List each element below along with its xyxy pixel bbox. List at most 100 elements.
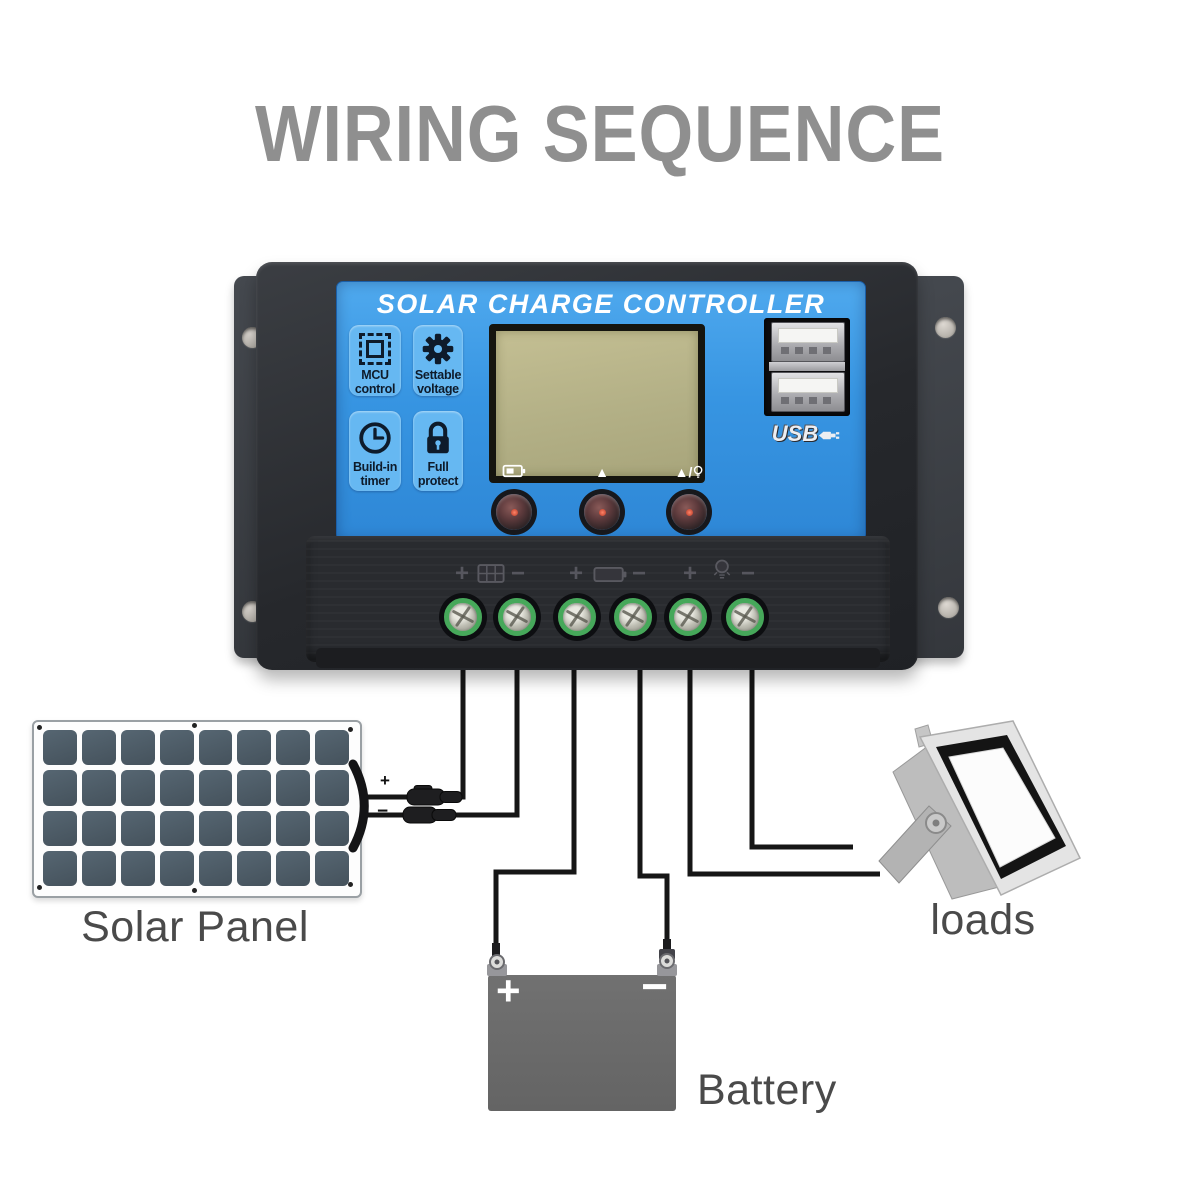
usb-tongue — [778, 378, 838, 393]
load-symbol: ▲/ — [675, 464, 704, 480]
battery: + − — [488, 960, 676, 1111]
solar-cell — [276, 730, 311, 766]
wire-battery-positive — [493, 664, 577, 946]
gear-icon — [422, 333, 454, 365]
solar-cell-grid — [43, 730, 349, 886]
solar-cell — [237, 810, 272, 846]
solar-cell — [159, 770, 194, 806]
terminal-sign: − — [740, 560, 756, 587]
padlock-icon — [427, 421, 449, 454]
solar-panel — [32, 720, 362, 898]
terminal-sign: + — [682, 560, 698, 587]
wire-pv-negative — [360, 664, 520, 818]
terminal-sign: + — [568, 560, 584, 587]
terminal-screw-battery-negative[interactable] — [614, 598, 652, 636]
wire-load-negative — [749, 664, 853, 850]
lamp-icon — [693, 465, 703, 478]
solar-cell — [81, 850, 116, 886]
load-symbol-text: ▲/ — [674, 464, 693, 480]
battery-minus-mark: − — [641, 960, 668, 1012]
usb-port-top[interactable] — [771, 322, 845, 362]
solar-cell — [315, 730, 349, 766]
floodlight-frame — [918, 720, 1082, 896]
feature-label: protect — [417, 473, 459, 488]
solar-cell — [120, 770, 155, 806]
solar-cell — [159, 730, 194, 766]
floodlight — [878, 720, 1082, 900]
wire-pv-positive — [360, 664, 466, 800]
terminal-screw-load-positive[interactable] — [669, 598, 707, 636]
solar-cell — [43, 730, 77, 766]
feature-label: voltage — [417, 381, 459, 396]
panel-screw-dot — [192, 723, 197, 728]
panel-screw-dot — [348, 727, 353, 732]
solar-cell — [276, 810, 311, 846]
wire-battery-negative — [637, 664, 670, 942]
terminal-block-lip — [316, 648, 880, 668]
solar-cell — [43, 850, 77, 886]
panel-screw-dot — [348, 882, 353, 887]
panel-screw-dot — [37, 725, 42, 730]
solar-cell — [315, 810, 349, 846]
panel-screw-dot — [192, 888, 197, 893]
feature-label: Full — [427, 460, 449, 474]
solar-cell — [198, 730, 233, 766]
indicator-button-load[interactable] — [671, 494, 707, 530]
solar-cell — [237, 770, 272, 806]
terminal-screw-battery-positive[interactable] — [558, 598, 596, 636]
charge-controller: SOLAR CHARGE CONTROLLER MCU control — [256, 262, 918, 670]
feature-tile-mcu: MCU control — [349, 325, 401, 396]
mcu-chip-icon — [359, 333, 391, 365]
floodlight-pivot — [925, 812, 947, 834]
usb-logo: USB — [764, 421, 850, 447]
usb-tongue — [778, 328, 838, 343]
feature-label: Settable — [414, 368, 462, 382]
controller-faceplate: SOLAR CHARGE CONTROLLER MCU control — [336, 281, 866, 541]
solar-cell — [120, 810, 155, 846]
terminal-block: + − + − + — [306, 536, 890, 662]
pv-wire-minus-mark: − — [377, 801, 389, 822]
solar-cell — [276, 850, 311, 886]
terminal-sign: − — [631, 560, 647, 587]
wire-load-positive — [687, 664, 880, 877]
usb-contacts — [781, 347, 835, 354]
terminal-sign: − — [510, 560, 526, 587]
solar-cell — [81, 730, 116, 766]
lcd-screen — [489, 324, 705, 483]
solar-cell — [315, 770, 349, 806]
terminal-screw-pv-positive[interactable] — [444, 598, 482, 636]
usb-ports — [764, 318, 850, 416]
solar-panel-icon — [477, 563, 505, 589]
screw-hole — [935, 317, 956, 338]
solar-cell — [237, 730, 272, 766]
indicator-button-battery[interactable] — [496, 494, 532, 530]
solar-cell — [159, 850, 194, 886]
battery-icon — [502, 464, 526, 481]
terminal-screw-pv-negative[interactable] — [498, 598, 536, 636]
battery-label: Battery — [697, 1066, 837, 1114]
usb-port-bottom[interactable] — [771, 372, 845, 412]
loads-label: loads — [930, 896, 1036, 944]
floodlight-tab — [914, 724, 934, 748]
solar-cell — [276, 770, 311, 806]
feature-label: Build-in — [352, 460, 398, 474]
mc4-connector-positive — [406, 785, 463, 806]
solar-cell — [198, 770, 233, 806]
battery-plus-mark: + — [496, 967, 521, 1014]
page-title: WIRING SEQUENCE — [255, 89, 945, 178]
floodlight-pivot-center — [932, 819, 940, 827]
floodlight-back-housing — [892, 739, 1004, 900]
floodlight-lens — [948, 747, 1056, 868]
usb-contacts — [781, 397, 835, 404]
feature-label: timer — [360, 473, 390, 488]
terminal-screw-load-negative[interactable] — [726, 598, 764, 636]
feature-tile-timer: Build-in timer — [349, 411, 401, 491]
solar-cell — [198, 810, 233, 846]
screw-hole — [938, 597, 959, 618]
indicator-button-charge[interactable] — [584, 494, 620, 530]
usb-divider — [769, 362, 845, 371]
lamp-icon — [712, 558, 732, 588]
terminal-sign: + — [454, 560, 470, 587]
usb-plug-icon — [819, 431, 840, 440]
